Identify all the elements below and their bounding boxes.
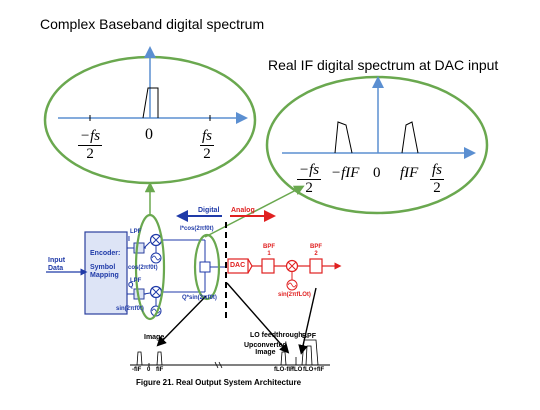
- bpf-response-shape: [301, 339, 319, 366]
- axis-flo-minus-fif-label: fLO-fIF: [274, 367, 294, 373]
- cos-nco-label: cos(2πf0t): [128, 265, 158, 271]
- icos-signal-label: I*cos(2πf0t): [180, 226, 214, 232]
- right-pos-fif-label: fIF: [400, 165, 419, 181]
- axis-flo-label: fLO: [292, 367, 303, 373]
- axis-zero-label: 0: [147, 367, 151, 373]
- analog-domain-label: Analog: [231, 207, 255, 214]
- q-branch-label: Q: [128, 282, 134, 289]
- bpf2-block: [309, 258, 323, 274]
- figure-caption: Figure 21. Real Output System Architectu…: [136, 378, 302, 387]
- right-zero-label: 0: [373, 165, 381, 181]
- i-branch-label: I: [128, 236, 130, 243]
- image-label: Image: [144, 334, 165, 341]
- digital-domain-label: Digital: [198, 207, 220, 214]
- bpf1-label: BPF 1: [263, 244, 275, 257]
- baseband-spectrum-shape: [142, 87, 159, 119]
- neg-if-spectrum-shape: [334, 121, 353, 154]
- encoder-title: Encoder:: [90, 250, 121, 257]
- bpf1-block: [261, 258, 275, 274]
- lpf-bottom-label: LPF: [130, 278, 142, 284]
- lo-feedthrough-label: LO feedthrough: [250, 332, 303, 339]
- dac-input-highlight-ellipse: [193, 233, 221, 301]
- lo-signal-label: sin(2πfLOt): [278, 292, 311, 298]
- dac-label: DAC: [230, 262, 246, 269]
- complex-baseband-title: Complex Baseband digital spectrum: [40, 16, 265, 32]
- axis-flo-plus-fif-label: fLO+fIF: [303, 367, 325, 373]
- left-pos-fs-half: fs 2: [200, 128, 215, 162]
- sin-nco-label: sin(2πf0t): [116, 306, 144, 312]
- right-neg-fif-label: −fIF: [331, 165, 360, 181]
- axis-neg-fif-label: -fIF: [132, 367, 142, 373]
- bpf2-label: BPF 2: [310, 244, 322, 257]
- pos-if-spectrum-shape: [401, 121, 419, 154]
- input-data-label: Input Data: [48, 257, 66, 272]
- encoder-subtitle: Symbol Mapping: [90, 264, 119, 279]
- qsin-signal-label: Q*sin(2πf0t): [182, 295, 217, 301]
- right-neg-fs-half: −fs 2: [297, 162, 322, 196]
- lpf-top-label: LPF: [130, 229, 142, 235]
- right-pos-fs-half: fs 2: [430, 162, 445, 196]
- left-neg-fs-half: −fs 2: [78, 128, 103, 162]
- axis-fif-label: fIF: [156, 367, 164, 373]
- summer-block: [199, 261, 211, 273]
- upconverted-image-label: Upconverted Image: [244, 342, 287, 356]
- modulator-highlight-ellipse: [134, 213, 166, 321]
- real-if-title: Real IF digital spectrum at DAC input: [268, 57, 499, 73]
- dac-block: [227, 258, 249, 274]
- bpf-response-label: BPF: [302, 333, 316, 340]
- left-zero-label: 0: [145, 126, 153, 143]
- zoom-arrow-right: [204, 185, 305, 238]
